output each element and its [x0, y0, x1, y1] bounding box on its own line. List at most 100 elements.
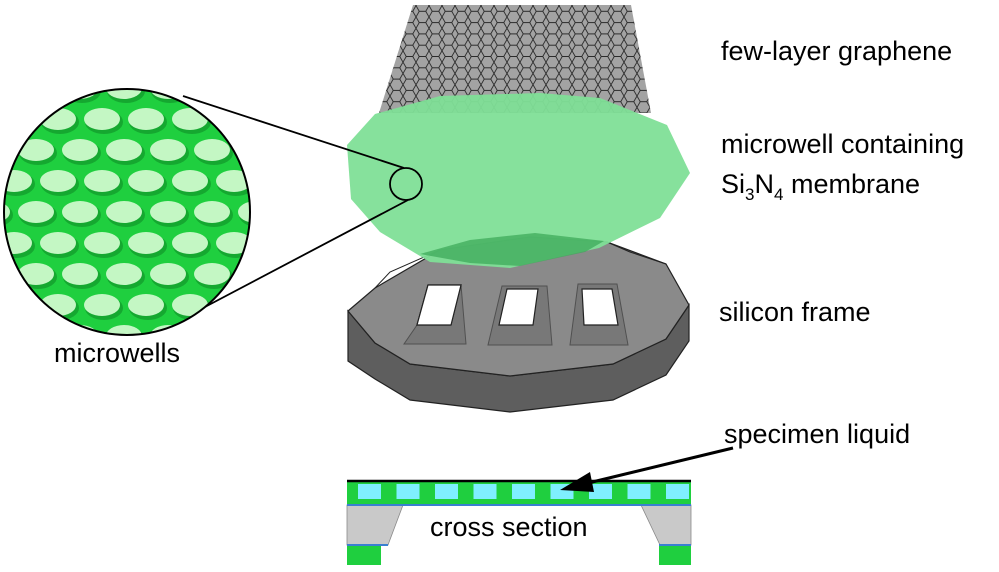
microwell [128, 232, 164, 254]
microwell [84, 108, 120, 130]
microwell [0, 356, 32, 378]
microwell-shadow [305, 358, 343, 382]
microwell-shadow [283, 203, 321, 227]
microwell-shadow [261, 172, 299, 196]
microwell [216, 232, 250, 254]
microwell [238, 201, 250, 223]
frame-window-1 [403, 284, 467, 345]
graphene-label: few-layer graphene [721, 36, 953, 66]
microwell [18, 139, 54, 161]
microwell-shadow [283, 141, 321, 165]
microwell [260, 294, 296, 316]
microwell-shadow [195, 89, 233, 103]
microwell-shadow [283, 327, 321, 351]
microwell-shadow [261, 234, 299, 258]
microwell-shadow [4, 296, 35, 320]
microwell-shadow [239, 327, 250, 335]
microwell [106, 201, 142, 223]
microwell [172, 108, 208, 130]
microwell [282, 263, 318, 285]
microwell [150, 201, 186, 223]
microwell [40, 170, 76, 192]
liquid-cell [435, 484, 458, 499]
microwell [62, 263, 98, 285]
microwell-shadow [283, 79, 321, 103]
microwell [194, 201, 230, 223]
microwell [106, 139, 142, 161]
membrane-microwell-marker [389, 167, 423, 201]
microwell-shadow [19, 327, 57, 335]
cross-section [346, 479, 692, 565]
microwell-shadow [4, 89, 13, 103]
liquid-cell [666, 484, 689, 499]
liquid-cell [512, 484, 535, 499]
microwell [4, 139, 10, 161]
microwell [106, 89, 142, 99]
membrane-label-line1: microwell containing [721, 129, 965, 159]
microwell [150, 263, 186, 285]
microwell [304, 356, 340, 378]
microwell-shadow [261, 296, 299, 320]
microwell-shadow [305, 172, 343, 196]
microwell [4, 108, 32, 130]
microwell [304, 170, 340, 192]
microwell [4, 294, 32, 316]
microwell [106, 263, 142, 285]
frame-label: silicon frame [719, 297, 871, 327]
microwell-shadow [239, 89, 250, 103]
liquid-cells [358, 484, 689, 499]
cross-frame-right [640, 504, 692, 546]
microwell-shadow [19, 89, 57, 103]
microwell [238, 325, 250, 335]
microwell-shadow [195, 327, 233, 335]
microwell [106, 325, 142, 335]
microwell [128, 294, 164, 316]
microwell [260, 356, 296, 378]
graphene-sheet [379, 5, 651, 113]
microwell [238, 89, 250, 99]
microwell [18, 263, 54, 285]
microwell [216, 108, 250, 130]
microwells-zoom [0, 79, 343, 382]
microwell [194, 325, 230, 335]
microwell [62, 89, 98, 99]
microwell [18, 201, 54, 223]
liquid-cell [473, 484, 497, 499]
microwell [128, 170, 164, 192]
liquid-arrow [560, 446, 734, 492]
microwell [194, 263, 230, 285]
microwell [216, 170, 250, 192]
microwell [4, 89, 10, 99]
microwell [216, 356, 252, 378]
liquid-cell [358, 484, 381, 499]
microwell [304, 108, 340, 130]
microwell-shadow [4, 265, 13, 289]
microwell [282, 201, 318, 223]
microwell [40, 232, 76, 254]
microwell [304, 232, 340, 254]
microwells-label: microwells [54, 338, 181, 368]
microwell [128, 108, 164, 130]
cross-section-label: cross section [430, 512, 588, 542]
microwell [84, 232, 120, 254]
membrane-label-line2: Si3N4 membrane [721, 169, 921, 204]
microwell-shadow [4, 141, 13, 165]
microwell [282, 325, 318, 347]
microwell [260, 170, 296, 192]
microwell-shadow [0, 358, 35, 382]
microwell [260, 232, 296, 254]
microwell [194, 89, 230, 99]
microwell [4, 263, 10, 285]
silicon-frame [347, 236, 690, 413]
liquid-cell [396, 484, 420, 499]
microwell [194, 139, 230, 161]
membrane [347, 93, 690, 268]
microwell [62, 201, 98, 223]
microwell [84, 294, 120, 316]
microwell [172, 170, 208, 192]
microwell-shadow [217, 358, 255, 382]
microwell [238, 139, 250, 161]
microwell [304, 294, 340, 316]
